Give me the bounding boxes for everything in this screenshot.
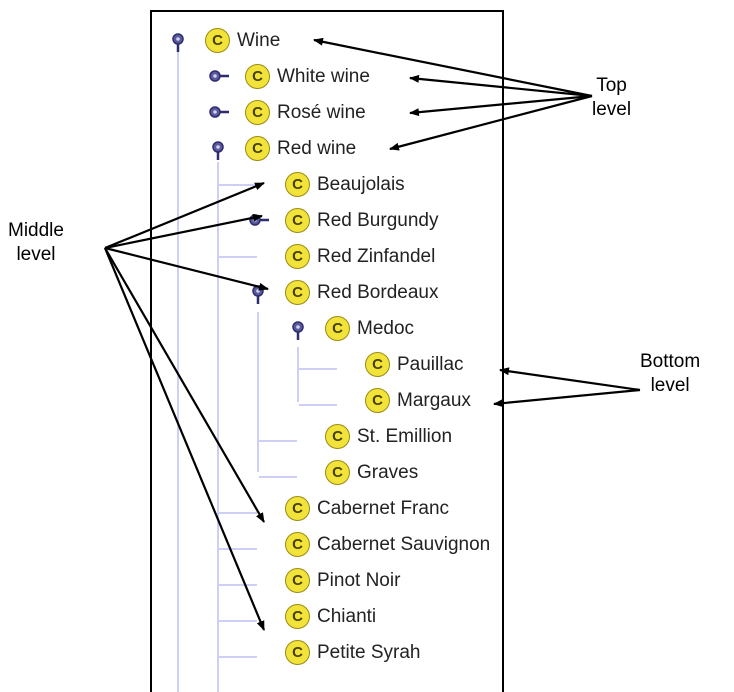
node-label: Wine <box>237 30 281 51</box>
class-icon: C <box>285 172 310 197</box>
class-icon: C <box>325 424 350 449</box>
callout-bottom-line1: Bottom <box>640 351 701 372</box>
callout-middle-line1: Middle <box>8 220 64 241</box>
node-label: Red Burgundy <box>317 210 439 231</box>
class-icon: C <box>245 100 270 125</box>
class-icon: C <box>365 352 390 377</box>
class-icon: C <box>285 280 310 305</box>
callout-top-line1: Top <box>596 75 627 96</box>
node-label: Cabernet Sauvignon <box>317 534 491 555</box>
collapse-handle-icon[interactable] <box>170 32 186 54</box>
arrow-middle-to-red-burgundy <box>104 213 263 250</box>
node-label: Pauillac <box>397 354 464 375</box>
class-icon: C <box>285 568 310 593</box>
tree-stub <box>259 440 297 442</box>
arrow-middle-to-beaujolais <box>104 181 265 250</box>
tree-stub <box>259 476 297 478</box>
class-icon: C <box>285 496 310 521</box>
node-label: Margaux <box>397 390 471 411</box>
class-icon: C <box>325 316 350 341</box>
tree-stub <box>219 584 257 586</box>
class-icon: C <box>285 532 310 557</box>
ontology-tree-panel: C Wine C White wine C Rosé wine C Red wi… <box>150 10 504 692</box>
arrow-middle-to-chianti <box>103 247 266 631</box>
node-label: Medoc <box>357 318 415 339</box>
tree-line-red-bordeaux <box>257 312 259 472</box>
tree-line-red-wine <box>217 162 219 692</box>
arrow-top-to-wine <box>313 37 593 98</box>
class-icon: C <box>285 604 310 629</box>
class-icon: C <box>245 64 270 89</box>
collapse-handle-icon[interactable] <box>210 140 226 162</box>
arrow-bottom-to-margaux <box>493 388 641 408</box>
arrow-bottom-to-pauillac <box>499 367 641 392</box>
arrow-middle-to-cabernet-franc <box>104 247 265 523</box>
class-icon: C <box>285 640 310 665</box>
arrow-top-to-white-wine <box>409 74 593 98</box>
arrow-top-to-red-wine <box>389 94 593 151</box>
node-label: White wine <box>277 66 370 87</box>
node-label: Red wine <box>277 138 357 159</box>
callout-middle-level: Middle level <box>8 219 64 267</box>
tree-line-medoc <box>297 347 299 402</box>
annotation-arrows <box>103 37 641 631</box>
node-label: Beaujolais <box>317 174 405 195</box>
node-label: Pinot Noir <box>317 570 401 591</box>
expand-handle-icon[interactable] <box>208 69 232 83</box>
class-icon: C <box>365 388 390 413</box>
node-label: Red Zinfandel <box>317 246 436 267</box>
expand-handle-icon[interactable] <box>208 105 232 119</box>
node-label: Cabernet Franc <box>317 498 450 519</box>
tree-stub <box>219 656 257 658</box>
tree-stub <box>219 512 257 514</box>
tree-stub <box>219 184 257 186</box>
node-label: St. Emillion <box>357 426 453 447</box>
arrow-middle-to-red-bordeaux <box>104 246 269 291</box>
class-icon: C <box>285 244 310 269</box>
callout-bottom-line2: level <box>650 375 690 396</box>
node-label: Chianti <box>317 606 377 627</box>
node-label: Red Bordeaux <box>317 282 439 303</box>
collapse-handle-icon[interactable] <box>290 320 306 342</box>
arrow-top-to-rose-wine <box>409 94 593 117</box>
tree-stub <box>219 548 257 550</box>
callout-bottom-level: Bottom level <box>640 350 700 398</box>
node-label: Rosé wine <box>277 102 366 123</box>
callout-middle-line2: level <box>16 244 56 265</box>
tree-stub <box>299 368 337 370</box>
tree-stub <box>219 620 257 622</box>
class-icon: C <box>205 28 230 53</box>
callout-top-level: Top level <box>592 74 631 122</box>
tree-stub <box>219 256 257 258</box>
class-icon: C <box>245 136 270 161</box>
class-icon: C <box>325 460 350 485</box>
node-label: Graves <box>357 462 419 483</box>
callout-top-line2: level <box>592 99 632 120</box>
tree-stub <box>299 404 337 406</box>
node-label: Petite Syrah <box>317 642 421 663</box>
class-icon: C <box>285 208 310 233</box>
